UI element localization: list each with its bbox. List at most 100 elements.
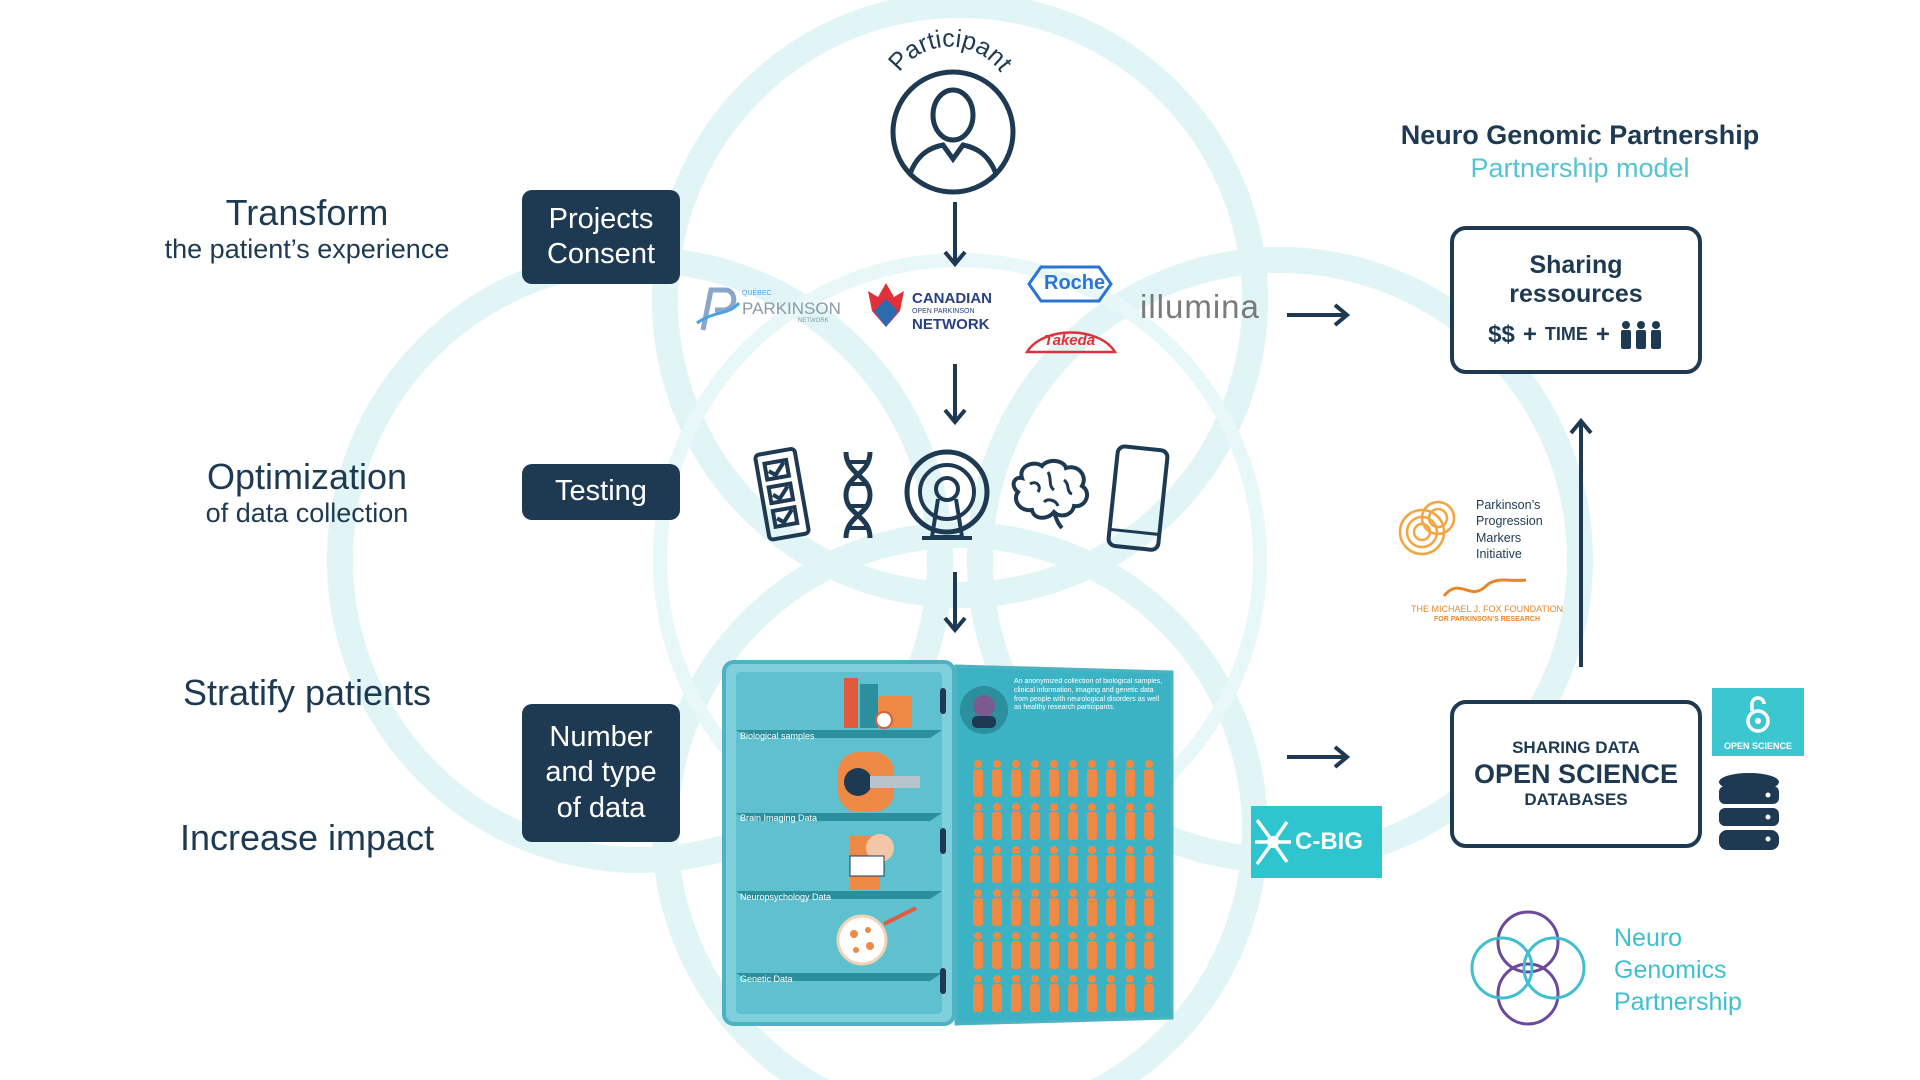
person-figure <box>973 932 983 969</box>
person-figure <box>1049 975 1059 1012</box>
person-figure <box>1144 846 1154 883</box>
shelf-label-imaging: Brain Imaging Data <box>740 813 818 823</box>
person-figure <box>1087 803 1097 840</box>
optimization-title: Optimization <box>206 456 408 497</box>
takeda-shape <box>1024 331 1118 354</box>
person-figure <box>1049 760 1059 797</box>
person-figure <box>1011 889 1021 926</box>
mri-scanner-icon <box>904 449 990 540</box>
arrow-down-2 <box>943 364 967 426</box>
person-figure <box>973 760 983 797</box>
number-type-box: Number and type of data <box>522 704 680 842</box>
person-figure <box>1068 975 1078 1012</box>
mjff-figure-icon <box>1442 578 1527 598</box>
person-figure <box>992 846 1002 883</box>
person-figure <box>1106 760 1116 797</box>
neuron-icon <box>1255 818 1291 866</box>
label-impact: Increase impact <box>179 817 435 858</box>
person-figure <box>1068 846 1078 883</box>
person-figure <box>1068 803 1078 840</box>
person-figure <box>1011 975 1021 1012</box>
person-figure <box>1106 889 1116 926</box>
person-figure <box>1125 803 1135 840</box>
person-figure <box>1144 975 1154 1012</box>
person-icon <box>890 69 1016 195</box>
person-figure <box>992 760 1002 797</box>
person-figure <box>1125 889 1135 926</box>
person-figure <box>973 803 983 840</box>
open-lock-icon <box>1746 696 1770 733</box>
label-transform: Transform the patient’s experience <box>97 192 517 266</box>
person-figure <box>1125 975 1135 1012</box>
biobank-description: An anonymized collection of biological s… <box>1014 678 1163 712</box>
smartphone-icon <box>1106 444 1170 552</box>
person-figure <box>1106 846 1116 883</box>
person-figure <box>1049 932 1059 969</box>
label-stratify: Stratify patients <box>182 672 432 713</box>
person-figure <box>1125 760 1135 797</box>
person-figure <box>1106 803 1116 840</box>
ngp-circles-icon <box>1470 910 1586 1026</box>
person-figure <box>1030 846 1040 883</box>
copn-flower-icon <box>868 283 904 327</box>
partnership-title: Neuro Genomic Partnership <box>1400 120 1760 150</box>
person-figure <box>1106 932 1116 969</box>
person-figure <box>1087 760 1097 797</box>
person-figure <box>1068 760 1078 797</box>
person-figure <box>1125 932 1135 969</box>
person-figure <box>1049 846 1059 883</box>
person-figure <box>1068 932 1078 969</box>
person-figure <box>1011 803 1021 840</box>
illumina-logo: illumina <box>1140 288 1260 325</box>
person-figure <box>973 975 983 1012</box>
person-figure <box>1144 803 1154 840</box>
dna-icon <box>843 451 873 539</box>
people-group-icon <box>1620 320 1661 349</box>
ppmi-spiral-icon <box>1398 500 1456 556</box>
sharing-data-box: SHARING DATA OPEN SCIENCE DATABASES <box>1450 700 1702 848</box>
arrow-down-1 <box>943 202 967 268</box>
testing-box: Testing <box>522 464 680 520</box>
person-figure <box>1106 975 1116 1012</box>
person-figure <box>1030 975 1040 1012</box>
partnership-subtitle: Partnership model <box>1470 153 1690 183</box>
person-figure <box>1144 889 1154 926</box>
open-science-badge: OPEN SCIENCE <box>1712 688 1804 756</box>
person-figure <box>1087 846 1097 883</box>
person-figure <box>992 975 1002 1012</box>
arrow-up <box>1569 417 1593 667</box>
shelf-label-genetic: Genetic Data <box>740 974 793 984</box>
person-figure <box>1068 889 1078 926</box>
person-figure <box>1030 889 1040 926</box>
person-figure <box>1087 932 1097 969</box>
checklist-icon <box>753 447 811 542</box>
person-figure <box>1030 932 1040 969</box>
arrow-right-2 <box>1287 745 1351 769</box>
roche-hexagon <box>1027 265 1113 303</box>
cbig-logo: C-BIG <box>1251 806 1382 878</box>
transform-subtitle: the patient’s experience <box>164 234 450 265</box>
person-figure <box>1049 889 1059 926</box>
person-figure <box>1144 932 1154 969</box>
person-figure <box>973 846 983 883</box>
person-figure <box>1144 760 1154 797</box>
participant-arc-label: Participant <box>883 25 1018 76</box>
optimization-subtitle: of data collection <box>205 498 409 529</box>
person-figure <box>973 889 983 926</box>
person-figure <box>1087 975 1097 1012</box>
person-figure <box>1087 889 1097 926</box>
shelf-label-biological: Biological samples <box>740 731 815 741</box>
person-figure <box>1125 846 1135 883</box>
transform-title: Transform <box>225 192 389 233</box>
person-figure <box>1030 760 1040 797</box>
person-figure <box>1011 760 1021 797</box>
person-figure <box>1011 932 1021 969</box>
person-figure <box>1011 846 1021 883</box>
projects-consent-box: Projects Consent <box>522 190 680 284</box>
shelf-label-neuropsych: Neuropsychology Data <box>740 892 832 902</box>
brain-icon <box>1011 459 1090 530</box>
person-figure <box>992 803 1002 840</box>
person-figure <box>992 889 1002 926</box>
person-figure <box>1030 803 1040 840</box>
qpn-p-icon <box>696 287 741 331</box>
